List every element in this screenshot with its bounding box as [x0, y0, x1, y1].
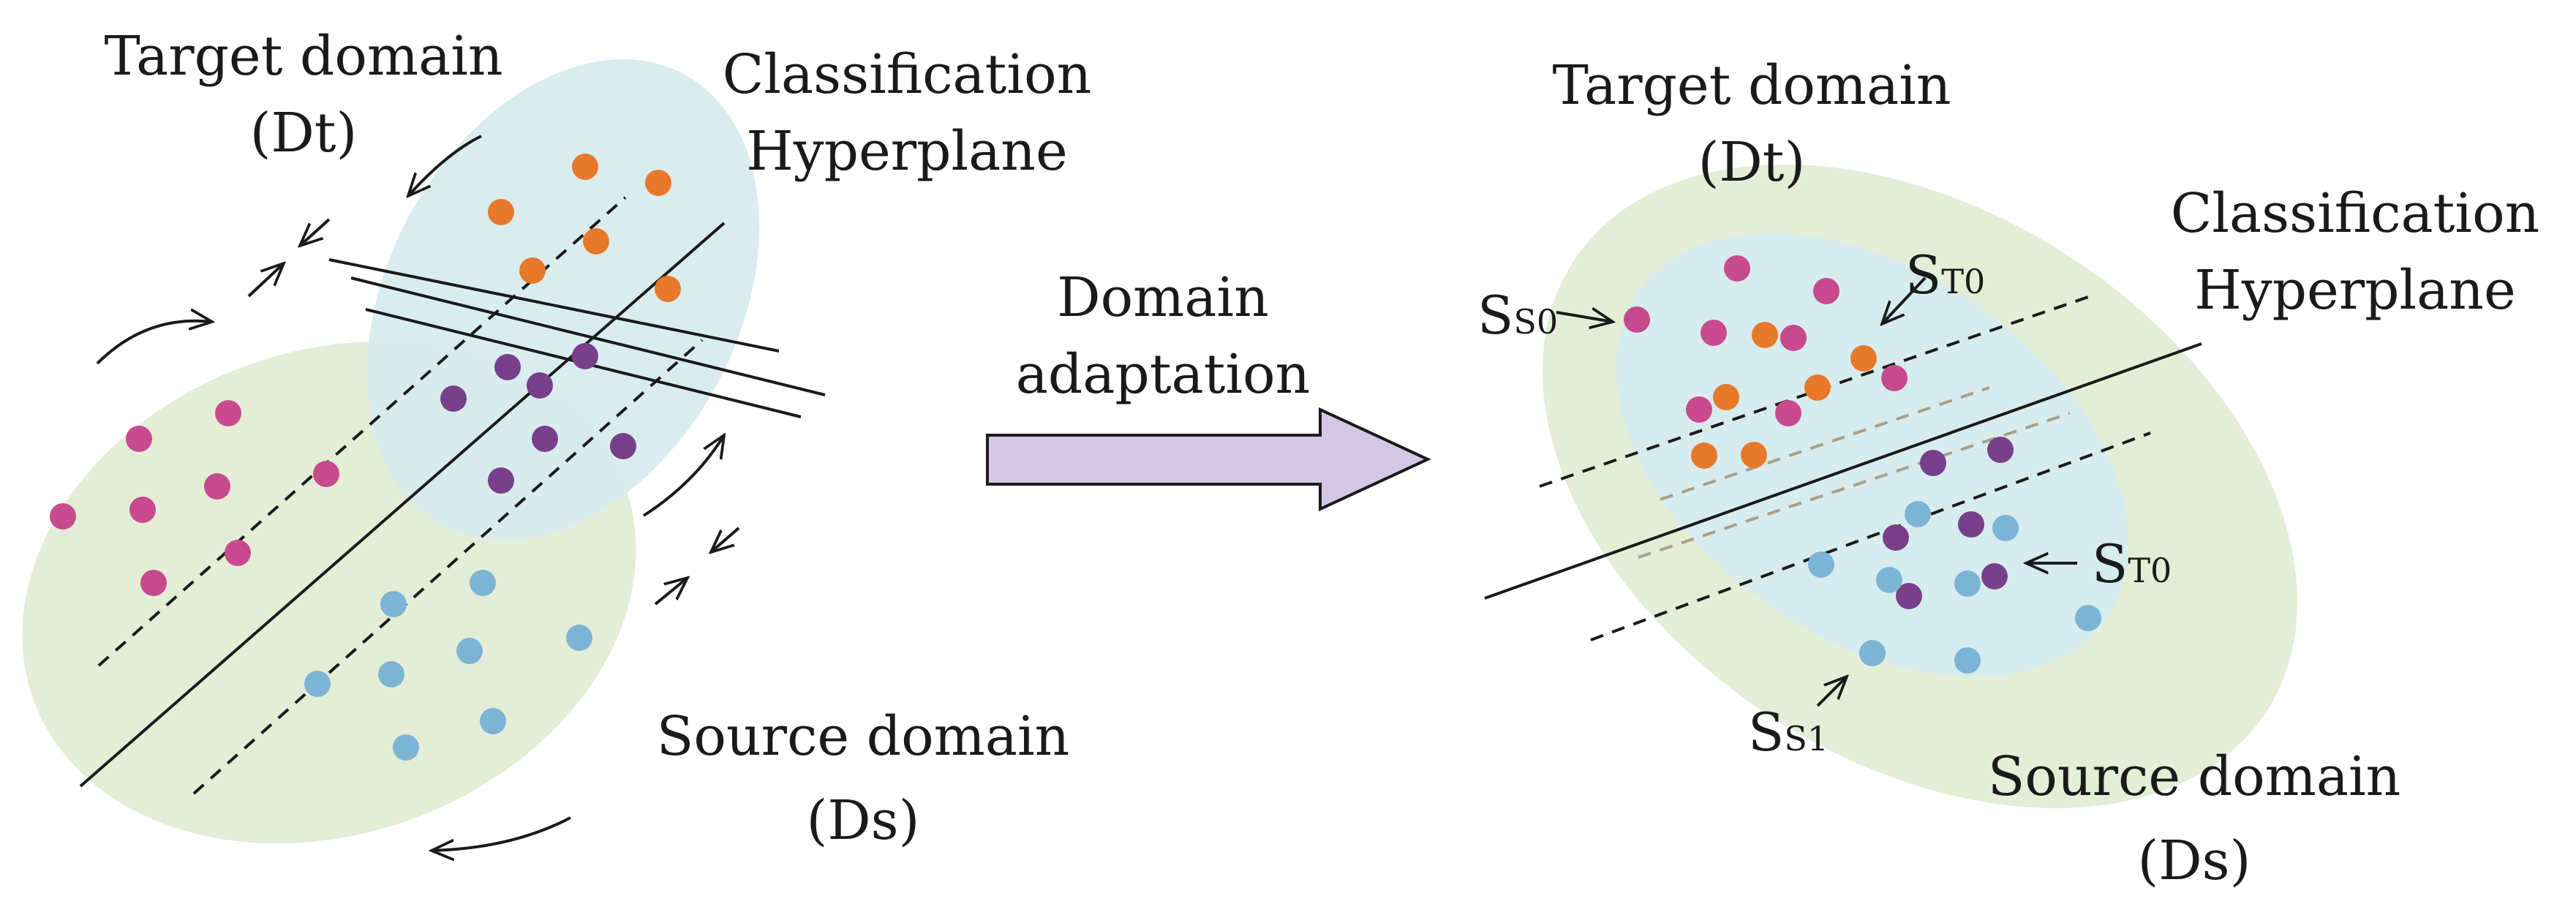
right-classification-hyperplane: [1484, 342, 2202, 600]
right-hyperplane-label-1: Classification: [2170, 182, 2540, 245]
left-small-arrow-c: [711, 527, 740, 552]
annotation-st0-top-main: S: [1905, 244, 1942, 306]
right-points-purple: [1883, 437, 2014, 609]
left-parallel-line-1: [328, 258, 780, 353]
left-curved-arrow-right: [642, 435, 724, 517]
left-points-blue: [304, 570, 592, 761]
right-points-blue: [1808, 501, 2101, 674]
right-st0-top-pointer: [1882, 276, 1927, 324]
right-hyperplane-label-2: Hyperplane: [2194, 259, 2516, 322]
left-points-magenta: [50, 400, 339, 596]
left-margin-dashed-upper: [97, 196, 627, 667]
annotation-st0-top-sub: T0: [1941, 262, 1986, 301]
left-curved-arrow-left: [96, 321, 212, 365]
annotation-ss1-main: S: [1748, 701, 1785, 763]
left-source-domain-label: Source domain: [656, 705, 1070, 768]
left-curved-arrow-bottom: [432, 816, 571, 851]
annotation-ss1-sub: S1: [1784, 719, 1829, 758]
right-inner-dashed-lower: [1638, 412, 2071, 559]
left-small-arrow-b: [247, 263, 284, 298]
right-target-domain-abbr: (Dt): [1698, 131, 1806, 194]
left-small-arrow-a: [300, 218, 331, 246]
left-target-domain-abbr: (Dt): [249, 102, 358, 165]
domain-adaptation-label-1: Domain: [1057, 266, 1269, 329]
right-source-domain-label: Source domain: [1987, 745, 2401, 808]
right-margin-dashed-upper: [1539, 295, 2091, 488]
domain-adaptation-label-2: adaptation: [1015, 343, 1311, 406]
annotation-ss0-main: S: [1477, 285, 1514, 346]
annotation-st0-top: ST0: [1905, 249, 1985, 301]
left-hyperplane-label-2: Hyperplane: [746, 120, 1068, 183]
right-target-domain-label: Target domain: [1552, 54, 1951, 117]
left-curved-arrow-top: [408, 135, 482, 196]
right-inner-dashed-upper: [1660, 386, 1990, 501]
annotation-st0-right: ST0: [2092, 538, 2172, 590]
right-ss1-pointer: [1816, 677, 1847, 707]
left-points-orange: [488, 154, 681, 302]
left-small-arrow-d: [654, 578, 688, 606]
left-parallel-line-2: [350, 276, 826, 396]
left-source-domain-abbr: (Ds): [806, 789, 920, 852]
right-points-magenta: [1624, 255, 1907, 426]
right-source-domain-abbr: (Ds): [2137, 829, 2251, 892]
right-ss0-pointer: [1556, 312, 1613, 322]
annotation-ss1: SS1: [1748, 706, 1829, 758]
left-points-purple: [440, 343, 636, 494]
right-panel: [1484, 164, 2297, 809]
domain-adaptation-arrow: [986, 407, 1431, 512]
left-panel: [22, 59, 826, 923]
left-margin-dashed-lower: [192, 339, 704, 795]
left-target-domain-label: Target domain: [104, 25, 503, 88]
annotation-ss0-sub: S0: [1513, 302, 1559, 342]
right-margin-dashed-lower: [1590, 432, 2151, 641]
left-hyperplane-label-1: Classification: [722, 43, 1092, 106]
annotation-st0-right-main: S: [2092, 533, 2128, 595]
annotation-st0-right-sub: T0: [2128, 551, 2172, 590]
right-points-orange: [1691, 322, 1877, 469]
annotation-ss0: SS0: [1477, 289, 1558, 342]
